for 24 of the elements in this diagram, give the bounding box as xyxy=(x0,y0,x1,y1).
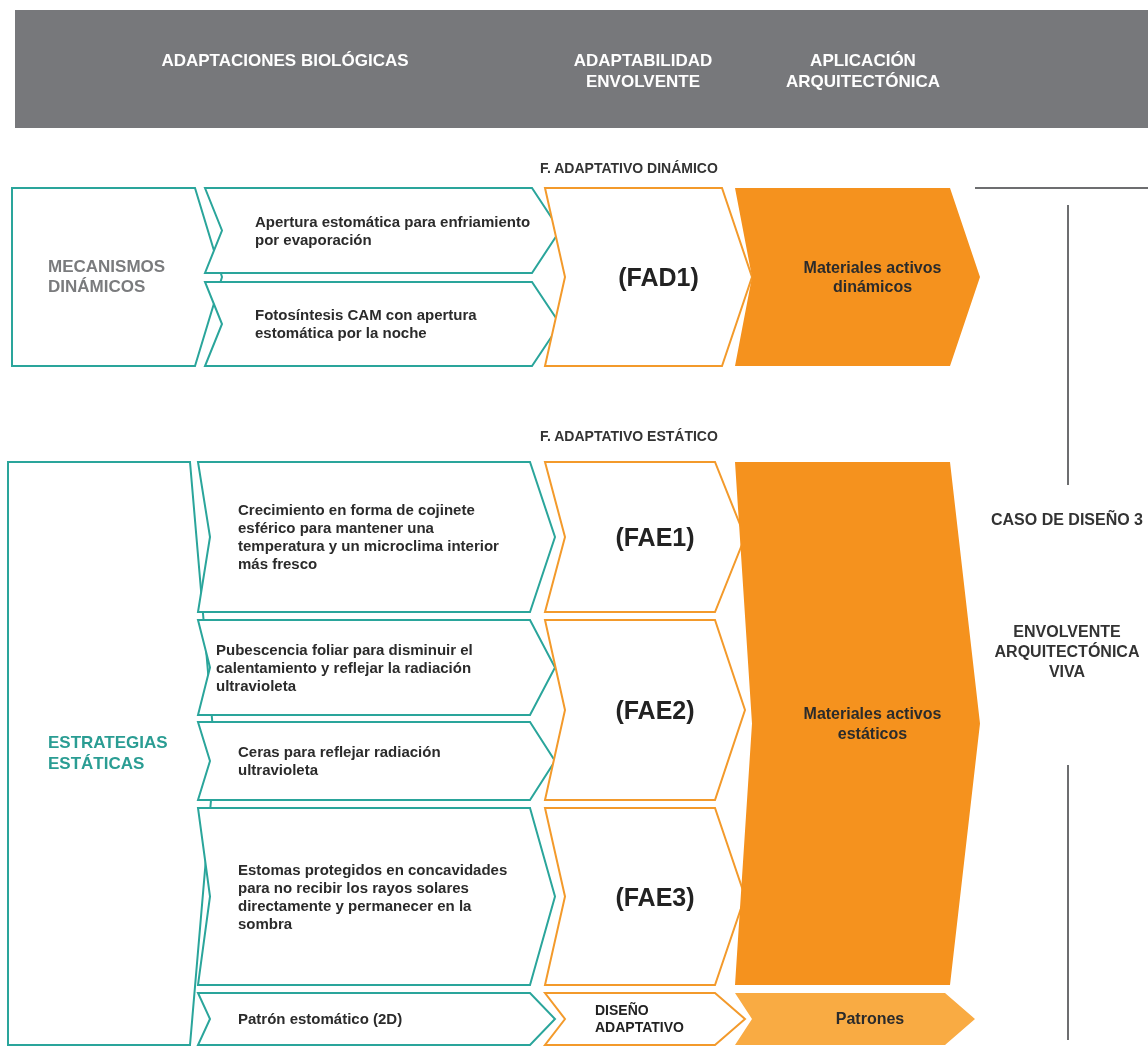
node-text: Materiales activos estáticos xyxy=(802,704,943,743)
node-text: (FAD1) xyxy=(617,262,700,292)
node-text: DISEÑO ADAPTATIVO xyxy=(595,1002,685,1036)
column-heading: APLICACIÓN ARQUITECTÓNICA xyxy=(785,50,941,93)
node-text: Materiales activos dinámicos xyxy=(802,257,943,297)
node-text: Apertura estomática para enfriamiento por evaporación xyxy=(255,212,532,249)
node-text: Patrones xyxy=(834,1009,906,1029)
side-title: CASO DE DISEÑO 3 xyxy=(990,510,1144,530)
node-text: Fotosíntesis CAM con apertura estomática por la noche xyxy=(255,306,478,342)
node-text: (FAE1) xyxy=(614,522,696,552)
column-heading: ADAPTABILIDAD ENVOLVENTE xyxy=(572,50,714,93)
side-title: ENVOLVENTE ARQUITECTÓNICA VIVA xyxy=(993,622,1141,682)
node-text: (FAE3) xyxy=(614,881,696,912)
section-heading: F. ADAPTATIVO DINÁMICO xyxy=(540,160,718,176)
node-text: Patrón estomático (2D) xyxy=(238,1010,404,1028)
node-text: Ceras para reflejar radiación ultravioleta xyxy=(238,743,442,779)
section-heading: F. ADAPTATIVO ESTÁTICO xyxy=(540,428,718,444)
node-text: MECANISMOS DINÁMICOS xyxy=(48,256,167,298)
node-text: ESTRATEGIAS ESTÁTICAS xyxy=(48,733,169,774)
node-text: (FAE2) xyxy=(614,695,696,725)
node-text: Pubescencia foliar para disminuir el calentamiento y reflejar la radiación ultravioleta xyxy=(216,640,474,695)
column-heading: ADAPTACIONES BIOLÓGICAS xyxy=(160,50,410,72)
node-text: Crecimiento en forma de cojinete esférico para mantener una temperatura y un microclima interior más fresco xyxy=(238,501,500,573)
node-text: Estomas protegidos en concavidades para no recibir los rayos solares directamente y permanecer en la sombra xyxy=(238,860,508,933)
